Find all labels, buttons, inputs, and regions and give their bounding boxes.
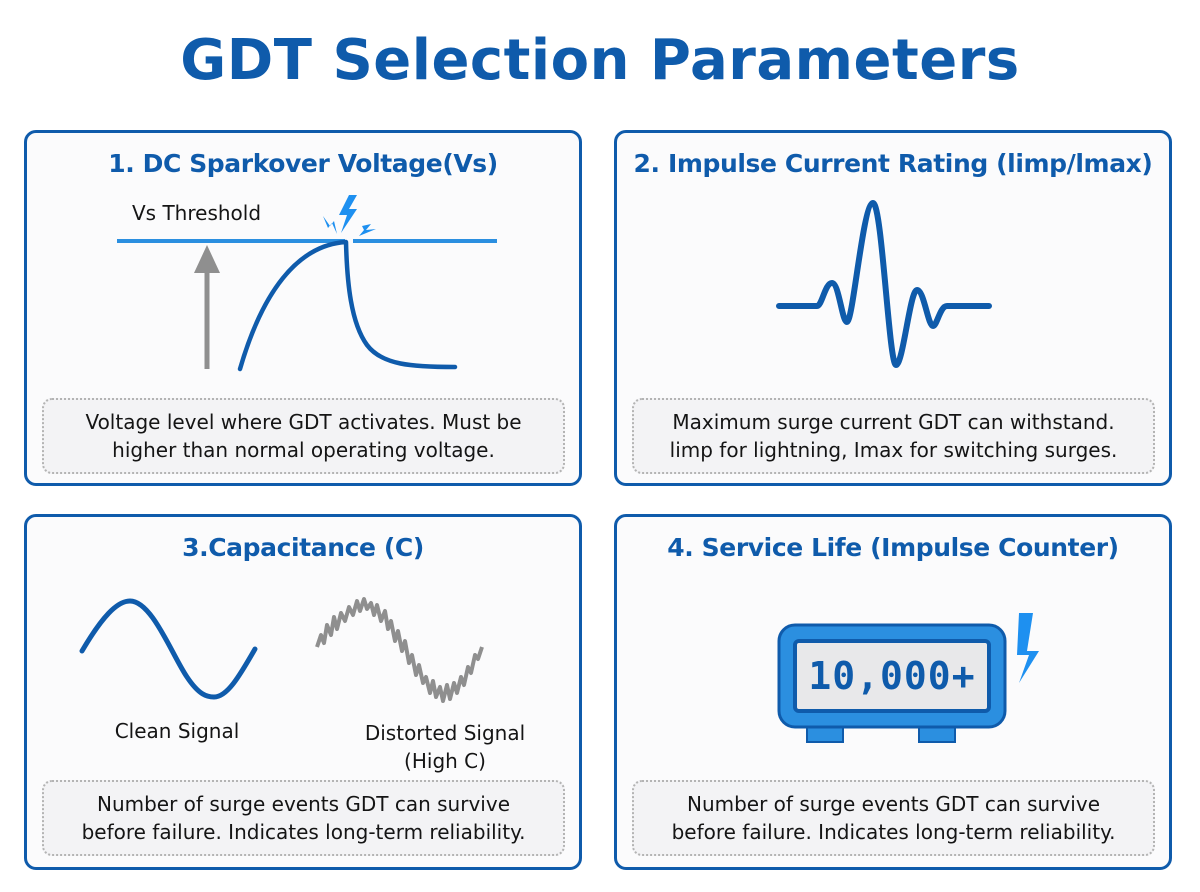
description-box: Number of surge events GDT can survive b… xyxy=(42,780,565,856)
description-box: Maximum surge current GDT can withstand.… xyxy=(632,398,1155,474)
counter-device-figure xyxy=(777,613,1039,743)
card-title: 4. Service Life (Impulse Counter) xyxy=(667,533,1119,562)
spark-bolt-icon xyxy=(323,195,376,236)
description-line: higher than normal operating voltage. xyxy=(112,438,495,462)
impulse-waveform xyxy=(776,200,992,368)
card-dc-sparkover-voltage: 1. DC Sparkover Voltage(Vs) Vs Threshold… xyxy=(24,130,582,486)
counter-value: 10,000+ xyxy=(808,654,976,698)
card-capacitance: 3.Capacitance (C) Clean Signal Distorted… xyxy=(24,514,582,870)
description-line: Number of surge events GDT can survive xyxy=(686,792,1100,816)
description-box: Voltage level where GDT activates. Must … xyxy=(42,398,565,474)
distorted-signal-label: Distorted Signal (High C) xyxy=(345,719,545,775)
distorted-signal-label-line1: Distorted Signal xyxy=(364,721,526,745)
card-title: 1. DC Sparkover Voltage(Vs) xyxy=(108,149,498,178)
threshold-label: Vs Threshold xyxy=(132,201,262,225)
impulse-waveform-figure xyxy=(776,200,992,368)
card-service-life: 4. Service Life (Impulse Counter) 10,000… xyxy=(614,514,1172,870)
description-line: Maximum surge current GDT can withstand. xyxy=(672,410,1115,434)
card-impulse-current-rating: 2. Impulse Current Rating (limp/lmax) Ma… xyxy=(614,130,1172,486)
description-box: Number of surge events GDT can survive b… xyxy=(632,780,1155,856)
voltage-curve xyxy=(237,239,458,372)
distorted-signal-wave xyxy=(315,597,484,703)
description-line: Voltage level where GDT activates. Must … xyxy=(85,410,522,434)
distorted-signal-label-line2: (High C) xyxy=(404,749,486,773)
description-line: Number of surge events GDT can survive xyxy=(96,792,510,816)
description-line: before failure. Indicates long-term reli… xyxy=(81,820,526,844)
card-title: 2. Impulse Current Rating (limp/lmax) xyxy=(633,149,1153,178)
counter-screen xyxy=(793,639,991,713)
up-arrow-icon xyxy=(194,245,220,369)
page-title: GDT Selection Parameters xyxy=(180,28,1020,93)
description-line: limp for lightning, Imax for switching s… xyxy=(669,438,1118,462)
signal-comparison-figure xyxy=(79,597,484,703)
description-line: before failure. Indicates long-term reli… xyxy=(671,820,1116,844)
card-title: 3.Capacitance (C) xyxy=(182,533,424,562)
sparkover-curve-figure xyxy=(117,195,497,372)
clean-signal-label: Clean Signal xyxy=(114,719,240,743)
lightning-bolt-icon xyxy=(1017,613,1039,683)
clean-signal-wave xyxy=(79,598,258,700)
